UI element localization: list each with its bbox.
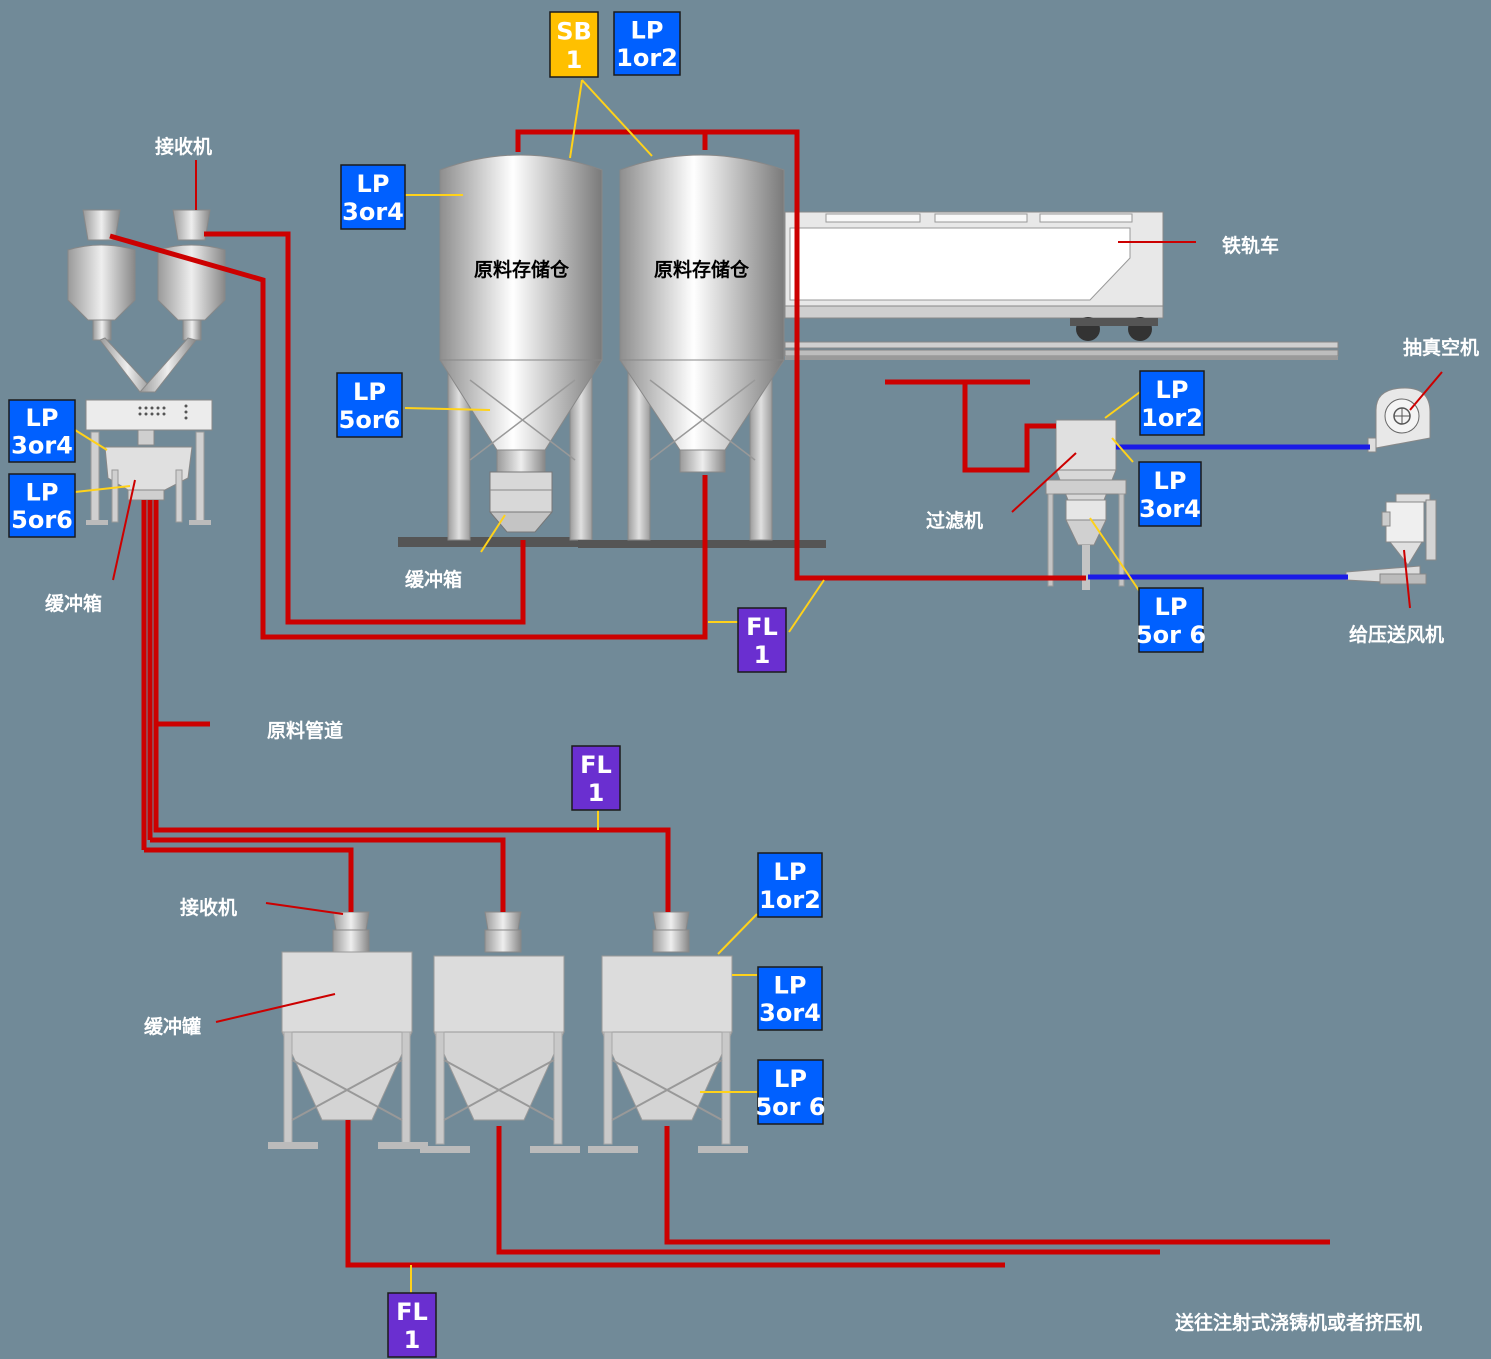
tag-line-1: SB: [556, 17, 592, 45]
tag-line-2: 3or4: [342, 198, 404, 226]
buffer-box-mid-label: 缓冲箱: [405, 568, 462, 591]
tag-line-1: LP: [353, 378, 386, 406]
tag-line-1: LP: [357, 170, 390, 198]
tag-sb-top: SB1: [549, 11, 599, 78]
tag-line-1: FL: [746, 613, 778, 641]
tag-line-1: LP: [1154, 467, 1187, 495]
tag-line-1: LP: [1155, 593, 1188, 621]
silo-1-label: 原料存储仓: [474, 258, 570, 281]
tag-box: [757, 966, 823, 1031]
tag-box: [8, 399, 76, 463]
tag-box: [1138, 587, 1204, 653]
railcar-label: 铁轨车: [1222, 234, 1279, 257]
tag-line-1: LP: [774, 1065, 807, 1093]
storage-silo-2: [578, 154, 826, 548]
tag-box: [613, 11, 681, 76]
pressure-blower: [1345, 493, 1437, 585]
blower-label: 给压送风机: [1349, 623, 1444, 646]
tag-line-1: LP: [774, 858, 807, 886]
buffer-box-mid: [488, 471, 554, 533]
tag-line-2: 3or4: [11, 431, 73, 459]
tag-box: [737, 607, 787, 673]
tag-line-2: 1: [566, 46, 583, 74]
buffer-tank-3: [588, 911, 748, 1153]
tag-line-2: 5or 6: [755, 1093, 825, 1121]
tag-line-1: LP: [26, 404, 59, 432]
leader-lines: [74, 79, 1141, 1294]
tag-line-1: LP: [26, 478, 59, 506]
tag-line-1: LP: [631, 16, 664, 44]
tag-box: [549, 11, 599, 78]
tag-box: [757, 852, 823, 918]
tag-line-2: 1: [754, 641, 771, 669]
receiver-top-label: 接收机: [155, 135, 212, 158]
tag-box: [387, 1292, 437, 1358]
pointer-lines: [112, 160, 1443, 1023]
tag-line-1: FL: [580, 751, 612, 779]
tag-line-2: 1or2: [759, 886, 821, 914]
tag-box: [757, 1059, 824, 1125]
railcar: [784, 211, 1164, 341]
left-receiver-station: [67, 209, 226, 525]
destination-label: 送往注射式浇铸机或者挤压机: [1175, 1311, 1422, 1334]
tag-line-1: LP: [774, 971, 807, 999]
buffer-tank-label: 缓冲罐: [144, 1015, 201, 1038]
filter-unit: [1045, 419, 1127, 590]
material-pipe-label: 原料管道: [267, 719, 343, 742]
filter-label: 过滤机: [926, 510, 983, 532]
tag-line-2: 3or4: [1139, 495, 1201, 523]
buffer-tank-2: [420, 911, 580, 1153]
vacuum-pump-label: 抽真空机: [1403, 336, 1479, 359]
receiver-bottom-label: 接收机: [180, 896, 237, 919]
storage-silo-1: [398, 154, 603, 547]
tag-line-2: 5or 6: [1136, 621, 1206, 649]
tag-box: [336, 372, 403, 438]
tag-line-2: 5or6: [11, 506, 73, 534]
material-pipes: [109, 129, 1330, 1268]
rail-track: [784, 341, 1339, 360]
tag-line-1: FL: [396, 1298, 428, 1326]
tag-line-2: 3or4: [759, 999, 821, 1027]
tag-line-2: 1: [404, 1326, 421, 1354]
tag-line-2: 1or2: [1141, 404, 1203, 432]
buffer-box-left-label: 缓冲箱: [45, 592, 102, 615]
tag-fl-manifold: FL1: [571, 745, 621, 811]
tag-line-2: 1: [588, 779, 605, 807]
buffer-tank-1: [268, 911, 428, 1149]
tag-box: [340, 164, 406, 230]
instrument-tags: SB1LP1or2LP3or4LP5or6LP3or4LP5or6LP1or2L…: [8, 11, 1206, 1358]
tag-box: [1139, 370, 1205, 436]
tag-line-2: 5or6: [339, 406, 401, 434]
tag-line-1: LP: [1156, 376, 1189, 404]
silo-2-label: 原料存储仓: [654, 258, 750, 281]
air-pipes: [1088, 444, 1370, 580]
labels: 接收机 原料存储仓 原料存储仓 铁轨车 抽真空机 过滤机 给压送风机 缓冲箱 缓…: [45, 135, 1479, 1334]
tag-fl-bottom: FL1: [387, 1292, 437, 1358]
tag-fl-mid: FL1: [737, 607, 787, 673]
tag-box: [1138, 461, 1202, 527]
tag-box: [571, 745, 621, 811]
tag-box: [8, 473, 76, 538]
tag-line-2: 1or2: [616, 44, 678, 72]
